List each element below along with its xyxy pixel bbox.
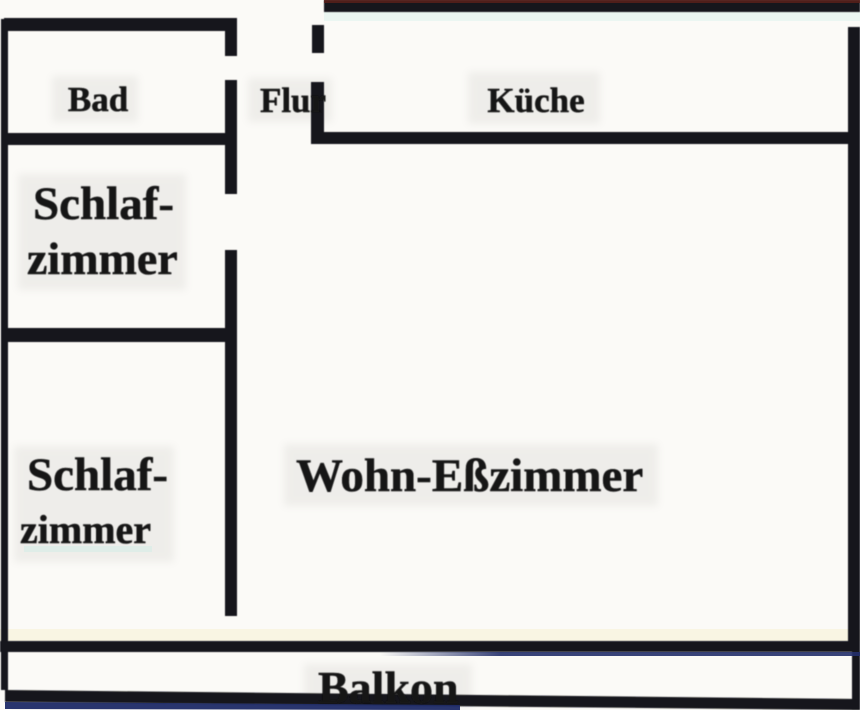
svg-text:Balkon: Balkon — [318, 662, 459, 710]
svg-text:Bad: Bad — [68, 80, 129, 119]
svg-text:Schlaf-: Schlaf- — [33, 178, 174, 230]
svg-text:Flur: Flur — [260, 81, 326, 120]
svg-text:Küche: Küche — [487, 81, 584, 120]
svg-text:zimmer: zimmer — [20, 507, 151, 552]
svg-text:Schlaf-: Schlaf- — [27, 449, 168, 501]
svg-text:zimmer: zimmer — [27, 233, 178, 284]
svg-text:Wohn-Eßzimmer: Wohn-Eßzimmer — [296, 450, 643, 502]
